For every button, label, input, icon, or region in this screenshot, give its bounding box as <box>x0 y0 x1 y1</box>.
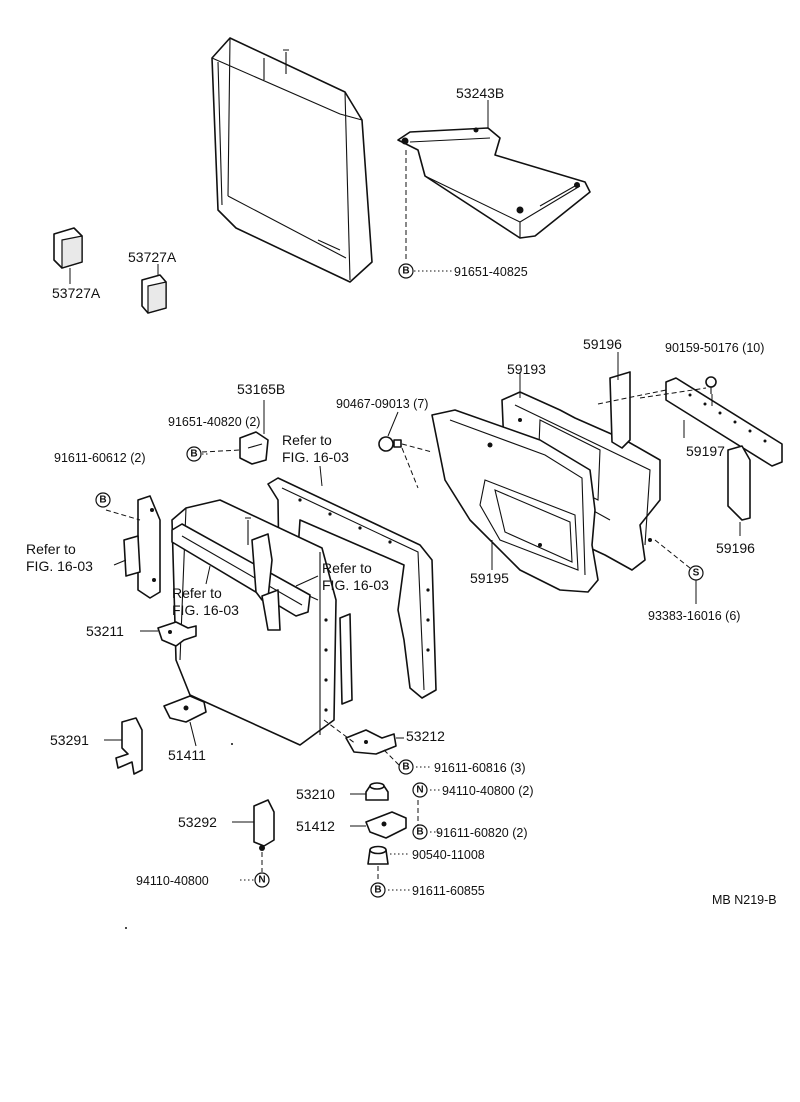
bolt-symbol-91611-60820: B <box>412 824 428 840</box>
svg-text:B: B <box>416 827 423 838</box>
part-59196-lower-bracket <box>727 445 751 521</box>
label-53727A-a: 53727A <box>128 249 177 265</box>
side-strip <box>339 613 353 705</box>
label-53291: 53291 <box>50 732 89 748</box>
label-53243B: 53243B <box>456 85 504 101</box>
svg-text:Refer to: Refer to <box>322 560 372 576</box>
bolt-symbol-91611-60855: B <box>370 882 386 898</box>
svg-text:Refer to: Refer to <box>172 585 222 601</box>
screw-90159-50176 <box>705 376 717 394</box>
nut-symbol-94110-40800-2: N <box>412 782 428 798</box>
label-59193: 59193 <box>507 361 546 377</box>
label-91611-60820: 91611-60820 (2) <box>436 826 528 840</box>
svg-text:B: B <box>402 762 409 773</box>
part-53727A-block-a <box>53 227 83 269</box>
bolt-symbol-91651-40825: B <box>398 263 414 279</box>
svg-text:FIG. 16-03: FIG. 16-03 <box>282 449 349 465</box>
part-59195-shroud-panel <box>431 409 599 593</box>
refer-callout-left: Refer to FIG. 16-03 <box>26 541 127 574</box>
label-53212: 53212 <box>406 728 445 744</box>
label-91611-60612: 91611-60612 (2) <box>54 451 146 465</box>
refer-callout-right: Refer to FIG. 16-03 <box>295 560 389 593</box>
part-53165B-bracket <box>239 431 269 465</box>
bolt-symbol-91651-40820: B <box>186 446 202 462</box>
side-bracket-left <box>123 495 161 599</box>
svg-text:FIG. 16-03: FIG. 16-03 <box>172 602 239 618</box>
part-53212-bracket <box>345 729 397 755</box>
label-59196-a: 59196 <box>583 336 622 352</box>
side-bracket-center <box>251 533 281 631</box>
label-59197: 59197 <box>686 443 725 459</box>
label-91611-60855: 91611-60855 <box>412 884 485 898</box>
part-59196-upper-bracket <box>609 371 631 449</box>
label-53211: 53211 <box>86 623 124 639</box>
label-59195: 59195 <box>470 570 509 586</box>
clip-90467-09013 <box>378 436 402 452</box>
label-90540-11008: 90540-11008 <box>412 848 485 862</box>
svg-text:N: N <box>258 875 265 886</box>
part-53727A-block-b <box>141 274 167 314</box>
part-51412-bracket <box>365 811 407 839</box>
part-53210-mount <box>365 782 389 801</box>
label-93383-16016: 93383-16016 (6) <box>648 609 740 623</box>
svg-text:N: N <box>416 785 423 796</box>
part-53291-bracket <box>115 717 143 775</box>
label-53292: 53292 <box>178 814 217 830</box>
label-91611-60816: 91611-60816 (3) <box>434 761 526 775</box>
svg-text:B: B <box>402 266 409 277</box>
part-51411-bracket <box>163 695 207 723</box>
part-53243B-bracket <box>397 127 591 239</box>
part-90540-11008-cushion <box>367 845 389 865</box>
svg-text:Refer to: Refer to <box>26 541 76 557</box>
svg-text:B: B <box>190 449 197 460</box>
bolt-symbol-91611-60816: B <box>398 759 414 775</box>
label-94110-40800: 94110-40800 <box>136 874 209 888</box>
label-91651-40820: 91651-40820 (2) <box>168 415 260 429</box>
label-90467-09013: 90467-09013 (7) <box>336 397 428 411</box>
bolt-symbol-91611-60612: B <box>95 492 111 508</box>
part-59197-bar <box>665 377 783 467</box>
part-53211-bracket <box>157 621 197 647</box>
label-94110-40800-2: 94110-40800 (2) <box>442 784 534 798</box>
label-53727A-b: 53727A <box>52 285 101 301</box>
label-53165B: 53165B <box>237 381 285 397</box>
radiator-core <box>211 37 373 283</box>
part-53292-bracket <box>253 799 275 851</box>
svg-text:B: B <box>99 495 106 506</box>
label-53210: 53210 <box>296 786 335 802</box>
label-59196-b: 59196 <box>716 540 755 556</box>
label-91651-40825: 91651-40825 <box>454 265 528 279</box>
diagram-code: MB N219-B <box>712 893 777 907</box>
refer-callout-center: Refer to FIG. 16-03 <box>172 565 239 618</box>
screw-symbol-93383-16016: S <box>688 565 704 581</box>
svg-text:Refer to: Refer to <box>282 432 332 448</box>
nut-symbol-94110-40800: N <box>254 872 270 888</box>
svg-text:FIG. 16-03: FIG. 16-03 <box>26 558 93 574</box>
refer-callout-top: Refer to FIG. 16-03 <box>282 432 349 487</box>
svg-text:FIG. 16-03: FIG. 16-03 <box>322 577 389 593</box>
label-51412: 51412 <box>296 818 335 834</box>
svg-text:B: B <box>374 885 381 896</box>
svg-text:S: S <box>693 568 700 579</box>
label-90159-50176: 90159-50176 (10) <box>665 341 764 355</box>
label-51411: 51411 <box>168 747 206 763</box>
